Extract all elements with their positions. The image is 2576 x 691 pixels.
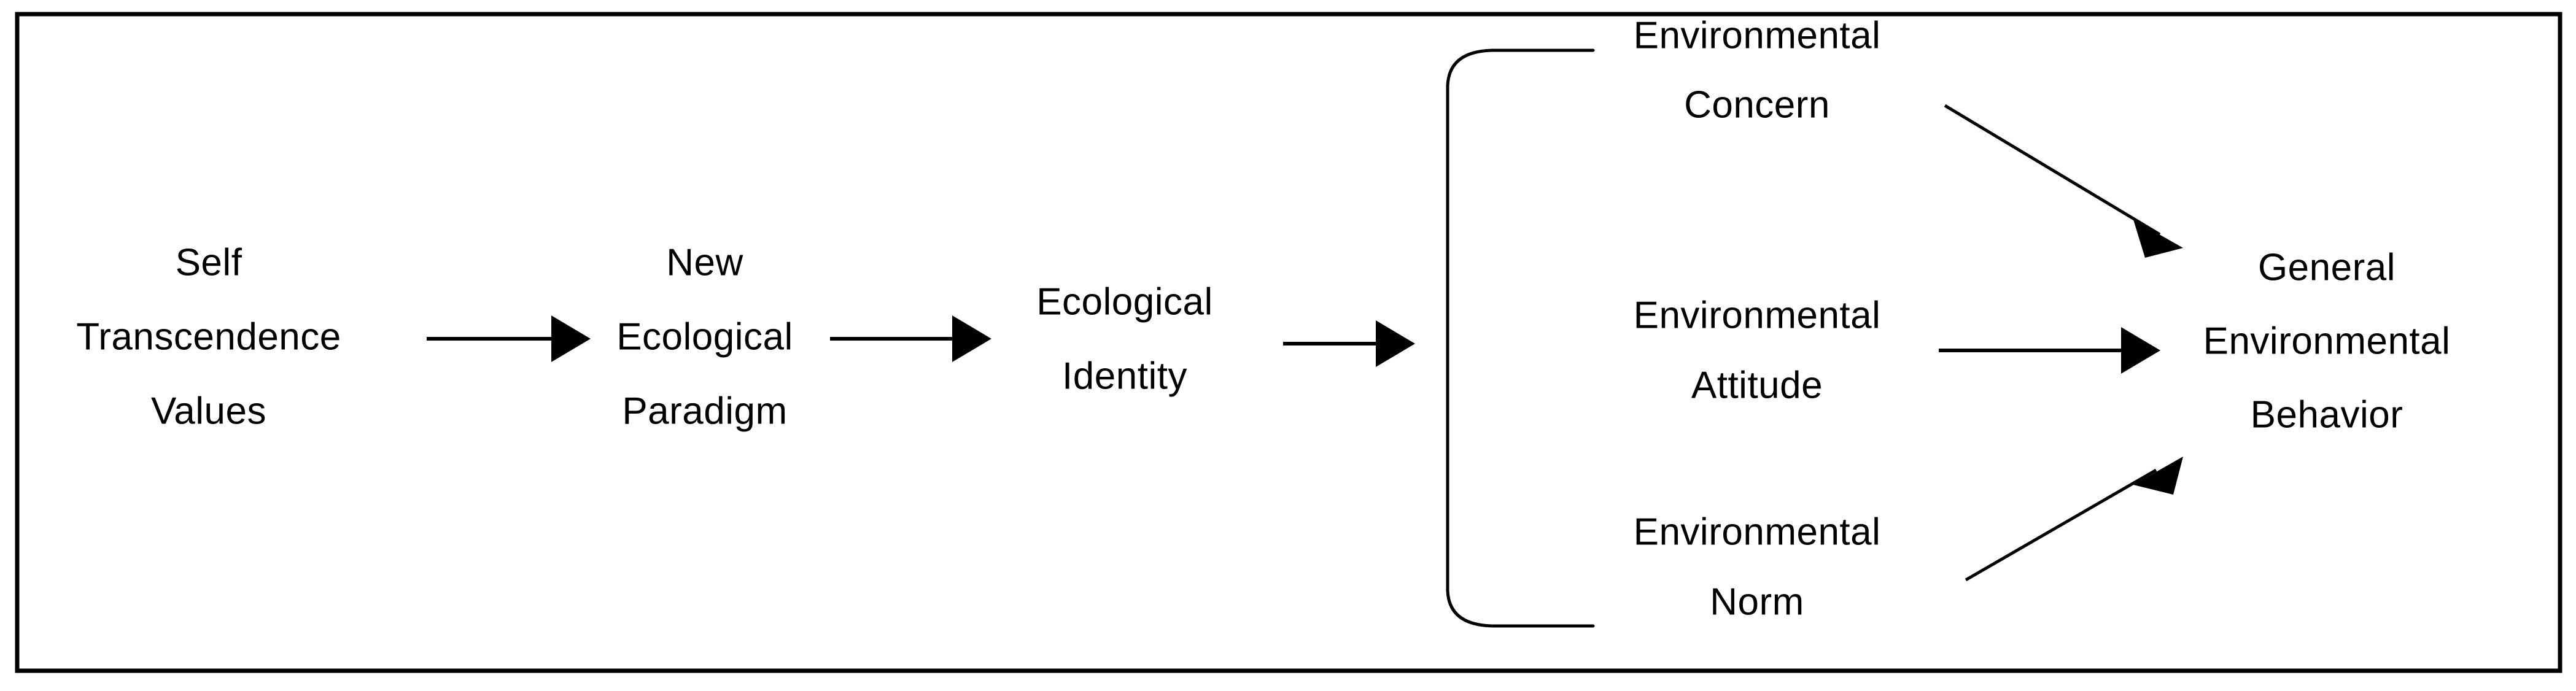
node-label-line: Environmental: [1634, 294, 1881, 336]
node-general-environmental-behavior: General Environmental Behavior: [2203, 246, 2451, 436]
node-environmental-norm: Environmental Norm: [1634, 511, 1881, 623]
edge-line: [1965, 468, 2157, 582]
node-label-line: Transcendence: [76, 315, 341, 358]
node-self-transcendence-values: Self Transcendence Values: [76, 241, 341, 432]
arrowhead-icon: [2133, 220, 2183, 258]
arrowhead-icon: [952, 315, 991, 362]
node-label-line: Environmental: [2203, 320, 2451, 362]
edge-attitude-to-behavior: [1939, 327, 2160, 374]
edge-paradigm-to-identity: [830, 315, 991, 362]
arrowhead-icon: [2121, 327, 2160, 374]
node-label-line: Concern: [1684, 83, 1830, 126]
node-label-line: New: [666, 241, 743, 284]
node-label-line: Ecological: [1036, 280, 1213, 323]
arrowhead-icon: [1376, 320, 1415, 367]
node-ecological-identity: Ecological Identity: [1036, 280, 1213, 397]
edge-norm-to-behavior: [1965, 457, 2183, 582]
node-label-line: Environmental: [1634, 511, 1881, 553]
node-label-line: Attitude: [1691, 364, 1823, 406]
node-label-line: General: [2258, 246, 2396, 288]
edge-values-to-paradigm: [427, 315, 591, 362]
edge-identity-to-bracket: [1283, 320, 1415, 367]
edge-line: [1944, 104, 2161, 236]
edge-concern-to-behavior: [1944, 104, 2183, 258]
arrowhead-icon: [551, 315, 591, 362]
node-environmental-attitude: Environmental Attitude: [1634, 294, 1881, 406]
node-label-line: Values: [151, 390, 266, 432]
node-label-line: Ecological: [616, 315, 793, 358]
arrowhead-icon: [2133, 457, 2183, 495]
node-label-line: Norm: [1710, 581, 1804, 623]
outer-border: [15, 12, 2562, 673]
node-label-line: Behavior: [2251, 393, 2403, 436]
mediator-bracket: [1446, 48, 1595, 628]
node-environmental-concern: Environmental Concern: [1634, 14, 1881, 126]
node-label-line: Self: [176, 241, 242, 284]
node-label-line: Paradigm: [622, 390, 787, 432]
node-new-ecological-paradigm: New Ecological Paradigm: [616, 241, 793, 432]
node-label-line: Environmental: [1634, 14, 1881, 56]
node-label-line: Identity: [1062, 355, 1187, 397]
